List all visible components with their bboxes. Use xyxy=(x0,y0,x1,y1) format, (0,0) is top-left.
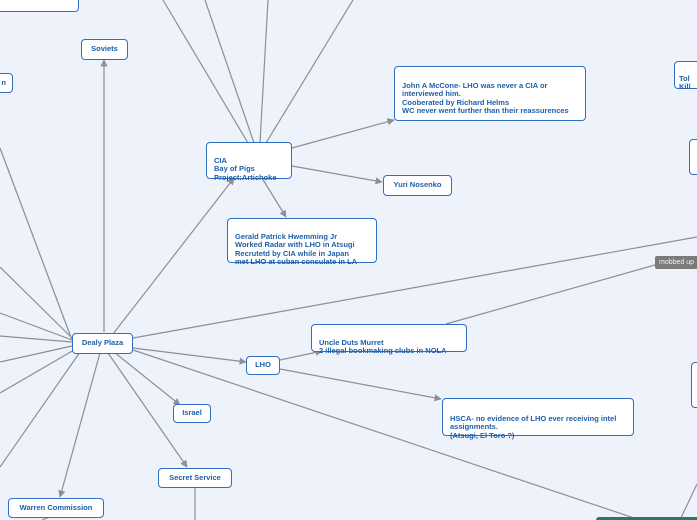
node-murret-label: Uncle Duts Murret 2 illegal bookmaking c… xyxy=(319,337,447,356)
node-cia[interactable]: CIA Bay of Pigs Project:Artichoke xyxy=(206,142,292,182)
node-hwemming-label: Gerald Patrick Hwemming Jr Worked Radar … xyxy=(235,231,358,267)
partial-node-right-low[interactable] xyxy=(691,362,697,408)
edge-cia-mccone xyxy=(291,118,395,149)
edge-dealy-lho xyxy=(132,347,247,365)
node-hwemming[interactable]: Gerald Patrick Hwemming Jr Worked Radar … xyxy=(227,218,377,266)
partial-node-right-top-label: Tol Kill xyxy=(679,74,691,91)
edge-dealy-left-6 xyxy=(0,349,75,394)
edge-label-mobbed-up-text: mobbed up xyxy=(659,259,695,266)
node-dealy-plaza-label: Dealy Plaza xyxy=(81,338,124,348)
edge-dealy-left-4 xyxy=(0,335,73,343)
edge-dealy-left-1 xyxy=(0,147,73,341)
node-nosenko[interactable]: Yuri Nosenko xyxy=(383,175,452,196)
node-lho-label: LHO xyxy=(255,360,271,370)
node-dealy-plaza[interactable]: Dealy Plaza xyxy=(72,333,133,354)
node-mccone[interactable]: John A McCone- LHO was never a CIA or in… xyxy=(394,66,586,121)
edge-lho-hsca xyxy=(279,368,442,402)
edge-lho-murret xyxy=(279,348,323,361)
node-israel-label: Israel xyxy=(182,408,202,418)
node-secret-service[interactable]: Secret Service xyxy=(158,468,232,488)
node-nosenko-label: Yuri Nosenko xyxy=(393,180,442,190)
edge-dealy-left-2 xyxy=(0,266,73,339)
node-soviets-label: Soviets xyxy=(91,44,118,54)
node-warren-commission-label: Warren Commission xyxy=(19,502,93,512)
edge-cia-up-3 xyxy=(259,0,269,144)
partial-node-top-left[interactable] xyxy=(0,0,79,12)
node-murret[interactable]: Uncle Duts Murret 2 illegal bookmaking c… xyxy=(311,324,467,355)
node-israel[interactable]: Israel xyxy=(173,404,211,423)
partial-node-right-top[interactable]: Tol Kill xyxy=(674,61,697,91)
edge-dealy-right-top xyxy=(132,236,697,339)
edge-dealy-left-7 xyxy=(0,351,81,468)
edge-dealy-right-bottom xyxy=(132,349,641,520)
edge-dealy-left-3 xyxy=(0,312,73,341)
edge-cia-hwemming xyxy=(261,177,287,218)
edge-right-lower xyxy=(679,483,697,520)
edge-label-mobbed-up: mobbed up xyxy=(655,256,697,269)
edge-dealy-warren xyxy=(58,352,101,498)
edge-murret-mobbed xyxy=(445,264,656,325)
partial-node-bottom-right xyxy=(596,517,697,520)
node-soviets[interactable]: Soviets xyxy=(81,39,128,60)
node-hsca-label: HSCA- no evidence of LHO ever receiving … xyxy=(450,413,617,440)
edge-cia-up-2 xyxy=(204,0,255,144)
partial-node-right-mid[interactable] xyxy=(689,139,697,175)
edge-cia-up-4 xyxy=(265,0,354,144)
node-lho[interactable]: LHO xyxy=(246,356,280,375)
node-mccone-label: John A McCone- LHO was never a CIA or in… xyxy=(402,80,569,116)
partial-node-left[interactable]: n xyxy=(0,73,13,93)
edge-cia-up-1 xyxy=(162,0,249,144)
edge-dealy-secret-service xyxy=(107,352,188,468)
partial-node-left-label: n xyxy=(1,77,6,87)
edge-cia-nosenko xyxy=(291,165,383,185)
node-hsca[interactable]: HSCA- no evidence of LHO ever receiving … xyxy=(442,398,634,440)
edge-dealy-left-5 xyxy=(0,345,73,363)
node-warren-commission[interactable]: Warren Commission xyxy=(8,498,104,518)
node-cia-label: CIA Bay of Pigs Project:Artichoke xyxy=(214,155,277,182)
node-secret-service-label: Secret Service xyxy=(169,472,221,482)
edge-dealy-cia xyxy=(112,177,235,335)
edge-dealy-israel xyxy=(113,351,181,406)
